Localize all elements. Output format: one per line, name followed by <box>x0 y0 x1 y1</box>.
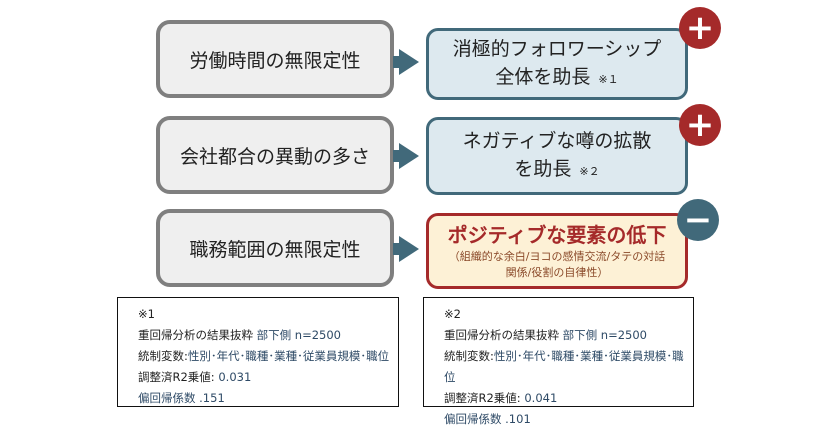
note-ref: ※１ <box>598 72 619 86</box>
note-label: 重回帰分析の結果抜粋 <box>138 328 253 342</box>
arrow-icon <box>393 143 419 169</box>
effect-line2: を助長 <box>514 157 572 180</box>
note-label: 調整済R2乗値: <box>444 391 521 405</box>
cause-working-hours: 労働時間の無限定性 <box>156 20 394 98</box>
cause-transfers: 会社都合の異動の多さ <box>156 116 394 194</box>
note-mark: ※2 <box>444 307 461 321</box>
effect-positive-decline: ポジティブな要素の低下 （組織的な余白/ヨコの感情交流/タテの対話 関係/役割の… <box>426 213 688 289</box>
note-value: 0.031 <box>218 370 252 384</box>
note-mark: ※1 <box>138 307 155 321</box>
effect-sub2: 関係/役割の自律性） <box>505 266 609 279</box>
effect-line2: 全体を助長 <box>495 65 591 88</box>
minus-icon: − <box>677 199 719 241</box>
effect-negative-rumors: ネガティブな噂の拡散 を助長 ※２ <box>426 117 688 195</box>
note-value: 0.041 <box>524 391 558 405</box>
note-label: 統制変数: <box>444 349 494 363</box>
note-coef: 偏回帰係数 .151 <box>138 391 225 405</box>
note-label: 統制変数: <box>138 349 188 363</box>
effect-line1: 消極的フォロワーシップ <box>452 37 662 60</box>
cause-job-scope: 職務範囲の無限定性 <box>156 209 394 287</box>
note-value: 性別･年代･職種･業種･従業員規模･職位 <box>444 349 684 384</box>
effect-line1: ネガティブな噂の拡散 <box>462 129 652 152</box>
note-value: 部下側 n=2500 <box>256 328 342 342</box>
effect-passive-followership: 消極的フォロワーシップ 全体を助長 ※１ <box>426 28 688 100</box>
note-ref: ※２ <box>579 164 600 178</box>
note-label: 調整済R2乗値: <box>138 370 215 384</box>
plus-icon: + <box>679 104 721 146</box>
effect-title: ポジティブな要素の低下 <box>447 223 667 247</box>
plus-icon: + <box>679 7 721 49</box>
note-value: 性別･年代･職種･業種･従業員規模･職位 <box>187 349 390 363</box>
note-label: 重回帰分析の結果抜粋 <box>444 328 559 342</box>
effect-sub1: （組織的な余白/ヨコの感情交流/タテの対話 <box>448 250 666 263</box>
arrow-icon <box>393 49 419 75</box>
note-box-1: ※1 重回帰分析の結果抜粋 部下側 n=2500 統制変数:性別･年代･職種･業… <box>117 297 399 407</box>
note-box-2: ※2 重回帰分析の結果抜粋 部下側 n=2500 統制変数:性別･年代･職種･業… <box>423 297 694 426</box>
arrow-icon <box>393 236 419 262</box>
note-value: 部下側 n=2500 <box>562 328 648 342</box>
